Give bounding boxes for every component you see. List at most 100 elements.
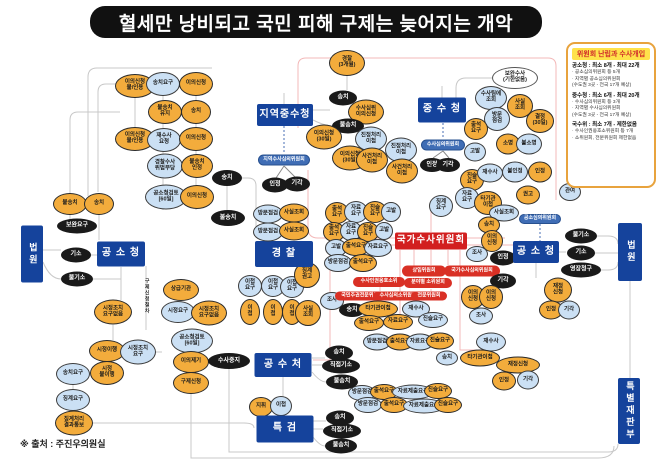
legend-line: (수도권 3곳 - 전국 17개 예상) (572, 83, 632, 89)
legend-line: · 지역별 공소심의위원회 (572, 76, 621, 82)
diagram-node: 사실조회 (489, 204, 519, 222)
diagram-node: 재정 신청 (544, 277, 572, 303)
legend-line: · 소위원회, 전문위원회 제한없음 (572, 135, 637, 141)
box-prosecution-office-right: 공 소 청 (513, 241, 559, 263)
diagram-node: 방문점검 (324, 254, 352, 272)
pill-standing-committee: 상임위원회 (402, 265, 446, 277)
diagram-node: 수사심의소위원회 (373, 291, 423, 301)
diagram-node: 직접기소 (322, 358, 360, 374)
diagram-node: 방문 점검 (484, 107, 510, 131)
diagram-node: 이의신청 (179, 127, 213, 151)
gray-connectors (42, 67, 631, 459)
diagram-node: 수사중지 (208, 353, 250, 369)
dashed-blue-connectors (275, 123, 541, 241)
diagram-node: 인정 (490, 250, 516, 266)
diagram-node: 이의 신청 (461, 285, 485, 309)
diagram-node: 이 첩 (240, 299, 260, 325)
diagram-node: 징계 요구 (429, 195, 453, 217)
diagram-node: 수사인권옹호소위 (353, 277, 405, 287)
diagram-node: 보완수사 (기한없음) (492, 67, 538, 89)
box-national-investigation-committee: 국가수사위원회 (395, 232, 467, 250)
diagram-node: 이 첩 (263, 299, 283, 325)
legend-line: · 수사인권옹호소위원회 등 7개 (572, 129, 634, 135)
diagram-node: 진술요구 (426, 332, 454, 350)
diagram-node: 이의 신청 (479, 285, 503, 309)
diagram-node: 보완요구 (57, 218, 97, 234)
diagram-node: 진술요구 (418, 312, 448, 328)
diagram-node: 조사 (466, 246, 488, 262)
diagram-node: 징계처리 결과통보 (55, 410, 93, 436)
diagram-node: 이의신청 (30일) (306, 124, 342, 150)
diagram-node: 기소 (61, 247, 91, 263)
diagram-node: 출석요구 (354, 315, 384, 331)
diagram-node: 사실 조회 (295, 300, 321, 326)
diagram-node: 진술 요구 (363, 201, 387, 223)
diagram-node: 인정 (528, 161, 552, 183)
legend-box: 위원회 난립과 수사개입 공소청 : 최소 8개 - 최대 22개· 공소심의위… (566, 42, 656, 188)
pill-regional-review-committee: 지역수사심의위원회 (258, 154, 310, 166)
diagram-node: 시정 불이행 (90, 361, 124, 385)
box-prosecution-office-left: 공 소 청 (97, 241, 145, 267)
diagram-node: 불송치 (326, 374, 358, 390)
diagram-node: 재수사 (477, 163, 503, 183)
diagram-node: 타기관 이첩 (474, 191, 502, 215)
legend-body: 공소청 : 최소 8개 - 최대 22개· 공소심의위원회 등 5개· 지역별 … (572, 63, 650, 142)
diagram-node: 기각 (436, 158, 460, 172)
diagram-node: 사건처리 이첩 (386, 158, 418, 184)
diagram-node: 이의신청 (180, 185, 214, 209)
diagram-node: 전문위원회 (411, 291, 447, 301)
pill-prosecution-review-committee: 공소심의위원회 (519, 214, 561, 224)
legend-heading: 공소청 : 최소 8개 - 최대 22개 (572, 63, 640, 69)
diagram-node: 이첩 요구 (238, 275, 262, 297)
pill-investigation-review-committee: 수사심의위원회 (421, 139, 465, 151)
diagram-node: 송치 (329, 90, 357, 106)
diagram-node: 시정요구 (161, 301, 195, 323)
diagram-node: 영장청구 (561, 262, 601, 278)
diagram-node: 불기소 (565, 228, 597, 244)
diagram-node: 진정처리 이첩 (385, 137, 417, 163)
diagram-node: 송치 (325, 345, 353, 361)
diagram-node: 불송치 인정 (181, 154, 213, 178)
legend-line: (수도권 3곳 - 전국 17개 예상) (572, 112, 632, 118)
diagram-node: 이의제기 (173, 351, 209, 373)
pill-national-review-committee: 국가수사심의위원회 (444, 265, 500, 277)
diagram-node: 기각 (490, 273, 516, 289)
diagram-node: 구제신청 (173, 372, 209, 394)
diagram-node: 타기관이첩 (460, 349, 500, 367)
diagram-node: 국민주권전문위원회 (335, 291, 389, 301)
box-court-left: 법원 (21, 225, 43, 283)
diagram-node: 사실조회 (279, 203, 309, 223)
diagram-node: 기각 (517, 370, 539, 390)
diagram-node: 기소 (567, 245, 595, 261)
diagram-node: 출석 요구 (325, 202, 349, 224)
diagram-node: 송치요구 (56, 363, 90, 385)
diagram-node: 인정 (262, 177, 288, 193)
diagram-node: 송치 (326, 410, 354, 426)
diagram-node: 경찰 (3개월) (329, 50, 365, 76)
diagram-node: 불송치 (211, 210, 245, 226)
diagram-node: 송치 (212, 170, 242, 186)
diagram-node: 이첩 (270, 396, 292, 416)
diagram-node: 송치요구 (146, 72, 180, 96)
box-regional-agency: 지역중수청 (257, 104, 313, 126)
diagram-node: 징계요구 (56, 389, 90, 411)
legend-heading: 국수위 : 최소 7개 - 제한없음 (572, 122, 637, 129)
diagram-node: 시정조치 요구없음 (191, 300, 227, 326)
diagram-node: 소명 (496, 133, 520, 155)
diagram-node: 불송치 유지 (148, 100, 182, 124)
legend-heading: 중수청 : 최소 6개 - 최대 20개 (572, 92, 640, 99)
diagram-node: 송치 (436, 350, 458, 366)
legend-line: · 지역별 수사심의위원회 (572, 106, 621, 112)
diagram-node: 경찰수사 위법부당 (147, 153, 183, 179)
legend-title: 위원회 난립과 수사개입 (572, 48, 650, 60)
diagram-node: 기각 (558, 300, 580, 320)
diagram-node: 분야별 소위원회 (404, 278, 452, 288)
diagram-node: 고발 (464, 142, 486, 162)
diagram-node: 자료요구 (383, 314, 413, 330)
diagram-node: 조사 (469, 307, 493, 325)
source-caption: ※ 출처 : 주진우의원실 (20, 439, 106, 449)
diagram-node: 권고 (516, 185, 540, 205)
diagram-node: 이의 신청 (481, 230, 503, 252)
